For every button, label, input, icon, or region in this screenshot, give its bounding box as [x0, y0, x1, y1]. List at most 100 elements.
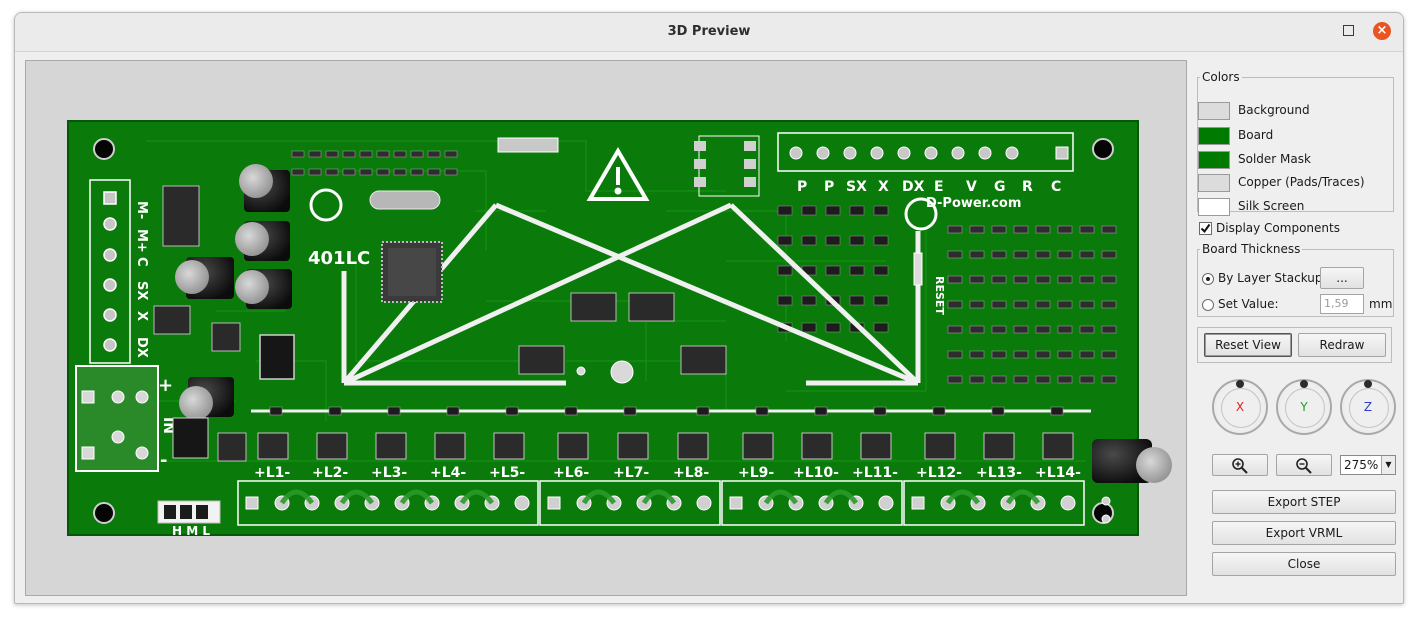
- output-label-14: +L14-: [1035, 465, 1081, 481]
- top-label-4: DX: [902, 179, 925, 195]
- color-row-background[interactable]: Background: [1198, 102, 1388, 120]
- zoom-out-icon: [1296, 458, 1312, 474]
- color-row-silk-screen[interactable]: Silk Screen: [1198, 198, 1388, 216]
- top-label-0: P: [797, 179, 807, 195]
- copper-label: Copper (Pads/Traces): [1238, 175, 1365, 189]
- title-bar: 3D Preview ×: [15, 13, 1403, 52]
- solder-mask-label: Solder Mask: [1238, 152, 1311, 166]
- layer-stackup-button[interactable]: ...: [1320, 267, 1364, 289]
- close-button[interactable]: Close: [1212, 552, 1396, 576]
- color-row-board[interactable]: Board: [1198, 127, 1388, 145]
- left-label-1: M+: [134, 229, 149, 253]
- left-label-4: X: [134, 311, 149, 321]
- output-label-2: +L2-: [312, 465, 348, 481]
- led-row: [269, 406, 1064, 416]
- output-label-8: +L8-: [673, 465, 709, 481]
- mounting-holes: [93, 138, 1114, 524]
- pcb-board: P P SX X DX E V G R C D-Power.com: [67, 120, 1172, 538]
- background-label: Background: [1238, 103, 1310, 117]
- in-label: IN: [160, 417, 176, 434]
- export-vrml-button[interactable]: Export VRML: [1212, 521, 1396, 545]
- smd-grid-mid: [777, 205, 889, 333]
- set-value-radio[interactable]: [1202, 299, 1214, 311]
- output-label-6: +L6-: [553, 465, 589, 481]
- top-label-6: V: [966, 179, 977, 195]
- thickness-input[interactable]: 1,59: [1320, 294, 1364, 314]
- left-header-labels: M- M+ C SX X DX: [134, 201, 149, 358]
- thickness-unit: mm: [1369, 297, 1393, 311]
- top-label-9: C: [1051, 179, 1061, 195]
- output-label-4: +L4-: [430, 465, 466, 481]
- hml-label: H M L: [172, 524, 210, 538]
- output-label-7: +L7-: [613, 465, 649, 481]
- smd-grid-top-left: [291, 150, 458, 176]
- terminal-blocks: [237, 480, 1085, 526]
- ic-chips: [153, 185, 727, 375]
- reset-view-button[interactable]: Reset View: [1204, 333, 1292, 357]
- silk-screen-swatch[interactable]: [1198, 198, 1230, 216]
- color-row-solder-mask[interactable]: Solder Mask: [1198, 151, 1388, 169]
- set-value-label: Set Value:: [1218, 297, 1279, 311]
- board-thickness-group: Board Thickness By Layer Stackup ... Set…: [1197, 242, 1394, 317]
- reset-label: RESET: [933, 276, 946, 315]
- output-label-9: +L9-: [738, 465, 774, 481]
- board-label: Board: [1238, 128, 1274, 142]
- side-panel: Colors Background Board Solder Mask Copp…: [1197, 60, 1396, 594]
- top-label-3: X: [878, 179, 889, 195]
- colors-legend: Colors: [1202, 70, 1240, 84]
- top-header-labels: P P SX X DX E V G R C: [797, 179, 1061, 195]
- rotate-x-knob[interactable]: X: [1212, 379, 1268, 435]
- board-swatch[interactable]: [1198, 127, 1230, 145]
- plus-label: +: [158, 375, 173, 396]
- capacitors: [175, 164, 1172, 483]
- output-labels: +L1- +L2- +L3- +L4- +L5- +L6- +L7- +L8- …: [254, 465, 1081, 481]
- y-knob-indicator: [1300, 380, 1308, 388]
- view-buttons-group: Reset View Redraw: [1197, 327, 1392, 363]
- z-knob-indicator: [1364, 380, 1372, 388]
- website-label: D-Power.com: [926, 196, 1021, 211]
- rotate-y-knob[interactable]: Y: [1276, 379, 1332, 435]
- top-label-1: P: [824, 179, 834, 195]
- top-label-5: E: [934, 179, 944, 195]
- output-label-12: +L12-: [916, 465, 962, 481]
- output-label-1: +L1-: [254, 465, 290, 481]
- output-label-5: +L5-: [489, 465, 525, 481]
- by-layer-radio[interactable]: [1202, 273, 1214, 285]
- rotate-z-knob[interactable]: Z: [1340, 379, 1396, 435]
- y-axis-label: Y: [1300, 400, 1308, 414]
- solder-mask-swatch[interactable]: [1198, 151, 1230, 169]
- chevron-down-icon[interactable]: ▼: [1381, 456, 1395, 474]
- checkmark-icon: [1200, 223, 1211, 234]
- zoom-in-icon: [1232, 458, 1248, 474]
- redraw-button[interactable]: Redraw: [1298, 333, 1386, 357]
- left-label-2: C: [134, 257, 149, 267]
- copper-swatch[interactable]: [1198, 174, 1230, 192]
- color-row-copper[interactable]: Copper (Pads/Traces): [1198, 174, 1388, 192]
- silk-screen-label: Silk Screen: [1238, 199, 1305, 213]
- x-axis-label: X: [1235, 400, 1245, 414]
- board-thickness-legend: Board Thickness: [1202, 242, 1301, 256]
- display-components-checkbox[interactable]: [1199, 222, 1212, 235]
- zoom-level-select[interactable]: 275% ▼: [1340, 455, 1396, 475]
- output-label-3: +L3-: [371, 465, 407, 481]
- display-components-row[interactable]: Display Components: [1199, 221, 1389, 237]
- x-knob-indicator: [1236, 380, 1244, 388]
- top-label-8: R: [1022, 179, 1033, 195]
- 3d-viewport[interactable]: P P SX X DX E V G R C D-Power.com: [25, 60, 1187, 596]
- colors-group: Colors Background Board Solder Mask Copp…: [1197, 70, 1394, 216]
- by-layer-label: By Layer Stackup: [1218, 271, 1323, 285]
- display-components-label: Display Components: [1216, 221, 1340, 235]
- smd-grid-right: [947, 225, 1117, 384]
- mcu-chip: [381, 241, 443, 303]
- left-label-0: M-: [134, 201, 149, 219]
- top-label-2: SX: [846, 179, 867, 195]
- zoom-level-value: 275%: [1344, 458, 1379, 472]
- close-window-icon[interactable]: ×: [1373, 22, 1391, 40]
- preview-window: 3D Preview ×: [14, 12, 1404, 604]
- output-label-11: +L11-: [852, 465, 898, 481]
- background-swatch[interactable]: [1198, 102, 1230, 120]
- maximize-icon[interactable]: [1343, 25, 1354, 36]
- zoom-out-button[interactable]: [1276, 454, 1332, 476]
- zoom-in-button[interactable]: [1212, 454, 1268, 476]
- export-step-button[interactable]: Export STEP: [1212, 490, 1396, 514]
